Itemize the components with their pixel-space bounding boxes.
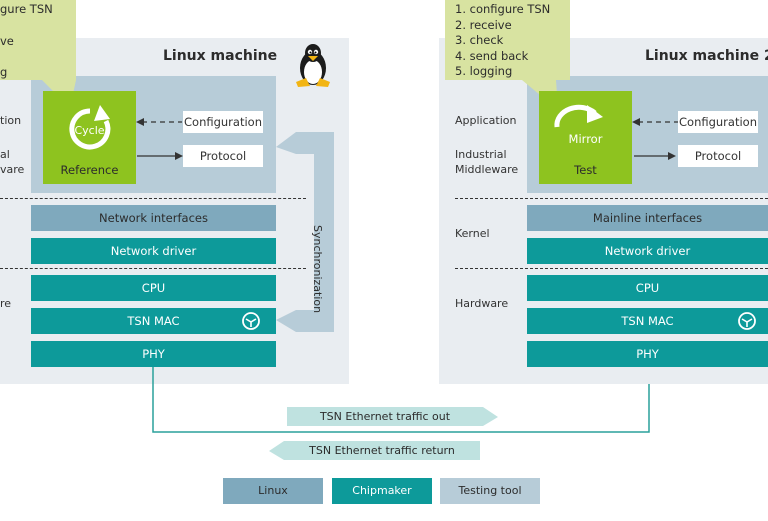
test-app-box[interactable]: Mirror Test [539,91,632,184]
machine2-config-arrow [632,118,678,126]
machine2-callout: 1. configure TSN 2. receive 3. check 4. … [445,0,570,80]
machine1-network-driver[interactable]: Network driver [31,238,276,264]
machine1-cpu[interactable]: CPU [31,275,276,301]
tux-penguin-icon [296,44,330,87]
clock-icon [242,312,260,330]
machine1-label-hardware: re [0,297,12,310]
machine2-mainline-interfaces[interactable]: Mainline interfaces [527,205,768,231]
mirror-label: Mirror [568,132,603,146]
reference-label: Reference [60,163,119,177]
machine2-label-middleware-1: Industrial [455,148,507,161]
machine2-tsn-mac[interactable]: TSN MAC [527,308,768,334]
machine1-label-middleware-1: al [0,148,10,161]
synchronization-bracket [276,132,334,332]
cycle-label: Cycle [74,124,105,137]
machine2-configuration-box[interactable]: Configuration [678,111,758,133]
traffic-out-arrow [287,407,498,426]
traffic-out-label: TSN Ethernet traffic out [319,410,451,423]
legend-testing-tool: Testing tool [440,478,540,504]
machine1-protocol-box[interactable]: Protocol [183,145,263,167]
cycle-icon [69,105,111,150]
machine1-label-application: tion [0,114,22,127]
machine2-divider-app-kernel [455,198,768,199]
legend-linux: Linux [223,478,323,504]
machine2-title: Linux machine 2 [645,48,768,64]
machine1-title: Linux machine [163,48,278,64]
machine2-network-driver[interactable]: Network driver [527,238,768,264]
machine2-label-middleware-2: Middleware [455,163,519,176]
traffic-return-arrow [269,441,480,460]
machine1-divider-kernel-hw [0,268,306,269]
machine1-configuration-box[interactable]: Configuration [183,111,263,133]
clock-icon [738,312,756,330]
machine1-config-arrow [136,118,182,126]
machine1-protocol-arrow [137,152,183,160]
machine1-phy[interactable]: PHY [31,341,276,367]
reference-app-box[interactable]: Cycle Reference [43,91,136,184]
machine2-protocol-arrow [634,152,676,160]
machine2-label-application: Application [455,114,517,127]
machine1-network-interfaces[interactable]: Network interfaces [31,205,276,231]
traffic-return-label: TSN Ethernet traffic return [309,444,455,457]
machine2-protocol-box[interactable]: Protocol [678,145,758,167]
machine2-cpu[interactable]: CPU [527,275,768,301]
test-label: Test [574,163,597,177]
legend-chipmaker: Chipmaker [332,478,432,504]
machine2-label-hardware: Hardware [455,297,509,310]
mirror-arrow-icon [554,104,603,128]
machine2-divider-kernel-hw [455,268,768,269]
machine1-label-middleware-2: vare [0,163,25,176]
machine2-phy[interactable]: PHY [527,341,768,367]
machine1-callout: gure TSN ve g [0,0,76,80]
machine1-divider-app-kernel [0,198,306,199]
machine1-tsn-mac[interactable]: TSN MAC [31,308,276,334]
machine2-label-kernel: Kernel [455,227,490,240]
